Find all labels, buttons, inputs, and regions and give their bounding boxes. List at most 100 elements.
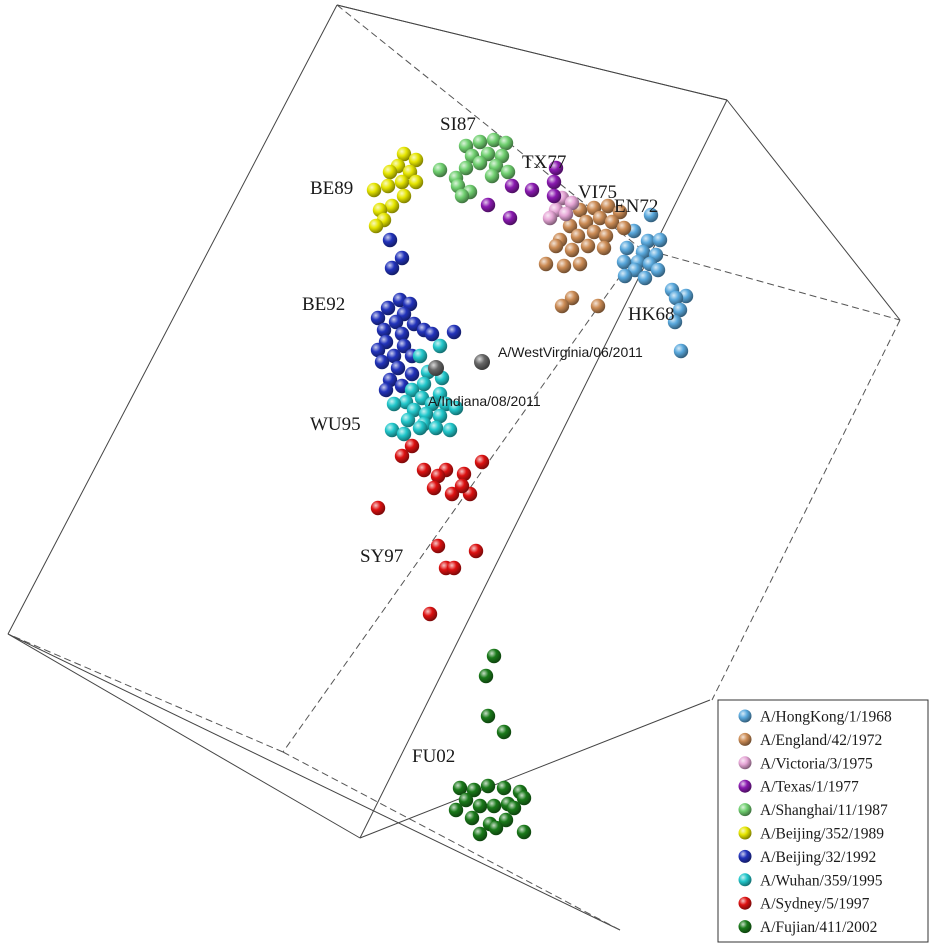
cluster-label-vi75: VI75 [578, 182, 617, 203]
point-si87 [498, 135, 514, 151]
point-be89 [408, 152, 424, 168]
legend-marker-be89 [738, 826, 752, 840]
point-sy97 [444, 486, 460, 502]
point-wu95 [416, 376, 432, 392]
highlighted-strains [428, 354, 490, 376]
point-wu95 [396, 426, 412, 442]
point-tx77 [548, 160, 564, 176]
point-fu02 [472, 798, 488, 814]
legend: A/HongKong/1/1968A/England/42/1972A/Vict… [717, 699, 929, 943]
point-highlighted-strain [428, 360, 444, 376]
point-sy97 [446, 560, 462, 576]
point-fu02 [506, 800, 522, 816]
point-en72 [564, 242, 580, 258]
point-be92 [386, 348, 402, 364]
cluster-label-be92: BE92 [302, 294, 345, 315]
point-en72 [616, 220, 632, 236]
point-si87 [472, 155, 488, 171]
point-si87 [500, 164, 516, 180]
point-hk68 [652, 232, 668, 248]
point-si87 [484, 168, 500, 184]
point-en72 [564, 290, 580, 306]
point-be92 [388, 314, 404, 330]
cluster-label-hk68: HK68 [628, 304, 674, 325]
point-fu02 [496, 724, 512, 740]
point-hk68 [667, 314, 683, 330]
point-be92 [380, 300, 396, 316]
point-vi75 [564, 195, 580, 211]
point-hk68 [672, 302, 688, 318]
legend-entry-fu02: A/Fujian/411/2002 [760, 919, 877, 936]
point-be92 [374, 354, 390, 370]
point-tx77 [504, 178, 520, 194]
point-be92 [376, 322, 392, 338]
point-be92 [390, 360, 406, 376]
point-be92 [370, 310, 386, 326]
point-be89 [408, 174, 424, 190]
point-tx77 [502, 210, 518, 226]
point-wu95 [412, 420, 428, 436]
point-si87 [486, 132, 502, 148]
point-tx77 [480, 197, 496, 213]
point-hk68 [619, 240, 635, 256]
point-wu95 [400, 412, 416, 428]
point-fu02 [516, 790, 532, 806]
cluster-label-en72: EN72 [614, 196, 658, 217]
point-en72 [580, 238, 596, 254]
point-fu02 [480, 708, 496, 724]
legend-entry-be89: A/Beijing/352/1989 [760, 826, 884, 843]
point-sy97 [394, 448, 410, 464]
point-be92 [424, 326, 440, 342]
legend-marker-wu95 [738, 873, 752, 887]
point-sy97 [404, 438, 420, 454]
point-en72 [592, 210, 608, 226]
point-fu02 [464, 810, 480, 826]
point-fu02 [516, 824, 532, 840]
legend-entry-en72: A/England/42/1972 [760, 732, 882, 749]
point-en72 [598, 228, 614, 244]
point-en72 [562, 218, 578, 234]
point-sy97 [430, 468, 446, 484]
strain-label: A/Indiana/08/2011 [428, 393, 541, 409]
point-fu02 [486, 648, 502, 664]
point-en72 [590, 298, 606, 314]
point-si87 [454, 188, 470, 204]
legend-entry-hk68: A/HongKong/1/1968 [760, 709, 892, 726]
legend-entry-si87: A/Shanghai/11/1987 [760, 802, 888, 819]
point-hk68 [637, 270, 653, 286]
point-wu95 [384, 422, 400, 438]
legend-marker-be92 [738, 849, 752, 863]
legend-entry-be92: A/Beijing/32/1992 [760, 849, 876, 866]
point-si87 [432, 162, 448, 178]
legend-entry-sy97: A/Sydney/5/1997 [760, 896, 870, 913]
point-hk68 [673, 343, 689, 359]
point-fu02 [480, 778, 496, 794]
point-be89 [396, 188, 412, 204]
point-sy97 [456, 466, 472, 482]
series-sy97 [370, 438, 490, 622]
point-hk68 [643, 207, 659, 223]
point-wu95 [448, 400, 464, 416]
legend-entry-wu95: A/Wuhan/359/1995 [760, 872, 883, 889]
point-hk68 [640, 233, 656, 249]
point-be92 [370, 342, 386, 358]
series-si87 [432, 132, 516, 204]
legend-entry-tx77: A/Texas/1/1977 [760, 779, 859, 796]
point-vi75 [542, 210, 558, 226]
point-en72 [578, 214, 594, 230]
point-be92 [396, 338, 412, 354]
strain-label: A/WestVirginia/06/2011 [498, 344, 643, 360]
legend-marker-sy97 [738, 896, 752, 910]
point-tx77 [546, 188, 562, 204]
point-sy97 [416, 462, 432, 478]
point-fu02 [488, 820, 504, 836]
point-wu95 [412, 348, 428, 364]
point-be92 [404, 366, 420, 382]
point-be89 [382, 164, 398, 180]
series-en72 [538, 198, 632, 314]
point-si87 [472, 134, 488, 150]
point-hk68 [617, 268, 633, 284]
point-en72 [548, 238, 564, 254]
point-tx77 [546, 174, 562, 190]
